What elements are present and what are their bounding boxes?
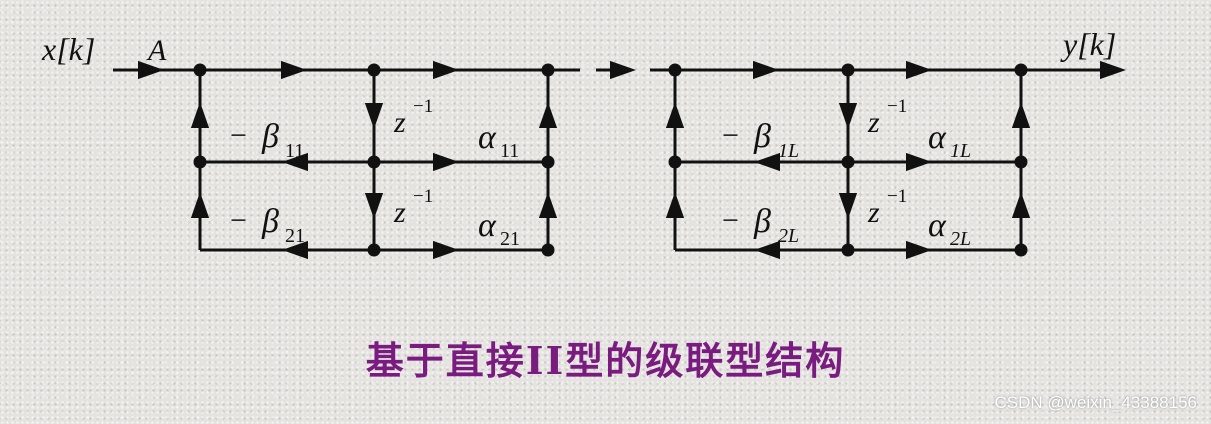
node [367, 155, 381, 169]
delay-label-L2: z [867, 196, 880, 229]
beta-2L: β [753, 203, 771, 240]
alpha-1L-sub: 1L [950, 140, 971, 162]
node [841, 243, 855, 257]
node [193, 155, 207, 169]
minus-sign-11: − [230, 119, 247, 152]
diagram-caption: 基于直接II型的级联型结构 [365, 338, 846, 383]
output-label: y[k] [1060, 26, 1116, 62]
node [668, 63, 682, 77]
watermark: CSDN @weixin_43388156 [994, 393, 1197, 412]
alpha-11: α [478, 119, 497, 156]
alpha-2L: α [928, 207, 947, 244]
node [1014, 243, 1028, 257]
nodes-1 [193, 63, 555, 257]
node-a-label: A [146, 34, 167, 67]
delay-exp-1: −1 [413, 96, 433, 117]
node [841, 155, 855, 169]
minus-sign-1L: − [722, 119, 739, 152]
minus-sign-2L: − [722, 204, 739, 237]
node [1014, 155, 1028, 169]
node [193, 63, 207, 77]
delay-label-L1: z [867, 106, 880, 139]
beta-21-sub: 21 [285, 225, 305, 247]
node [367, 63, 381, 77]
beta-11: β [261, 118, 279, 155]
beta-1L-sub: 1L [778, 140, 799, 162]
beta-1L: β [753, 118, 771, 155]
node [541, 155, 555, 169]
delay-exp-2: −1 [413, 186, 433, 207]
node [668, 155, 682, 169]
section-L [650, 60, 1126, 260]
node [841, 63, 855, 77]
alpha-1L: α [928, 119, 947, 156]
beta-21: β [261, 203, 279, 240]
node [367, 243, 381, 257]
alpha-2L-sub: 2L [950, 228, 971, 250]
alpha-21: α [478, 207, 497, 244]
alpha-21-sub: 21 [500, 228, 520, 250]
node [541, 243, 555, 257]
delay-label-2: z [393, 196, 406, 229]
node [1014, 63, 1028, 77]
minus-sign-21: − [230, 204, 247, 237]
node [541, 63, 555, 77]
beta-11-sub: 11 [285, 140, 304, 162]
nodes-L [668, 63, 1028, 257]
delay-label-1: z [393, 106, 406, 139]
input-label: x[k] [41, 31, 95, 67]
delay-exp-L1: −1 [887, 96, 907, 117]
beta-2L-sub: 2L [778, 225, 799, 247]
alpha-11-sub: 11 [500, 140, 519, 162]
delay-exp-L2: −1 [887, 186, 907, 207]
